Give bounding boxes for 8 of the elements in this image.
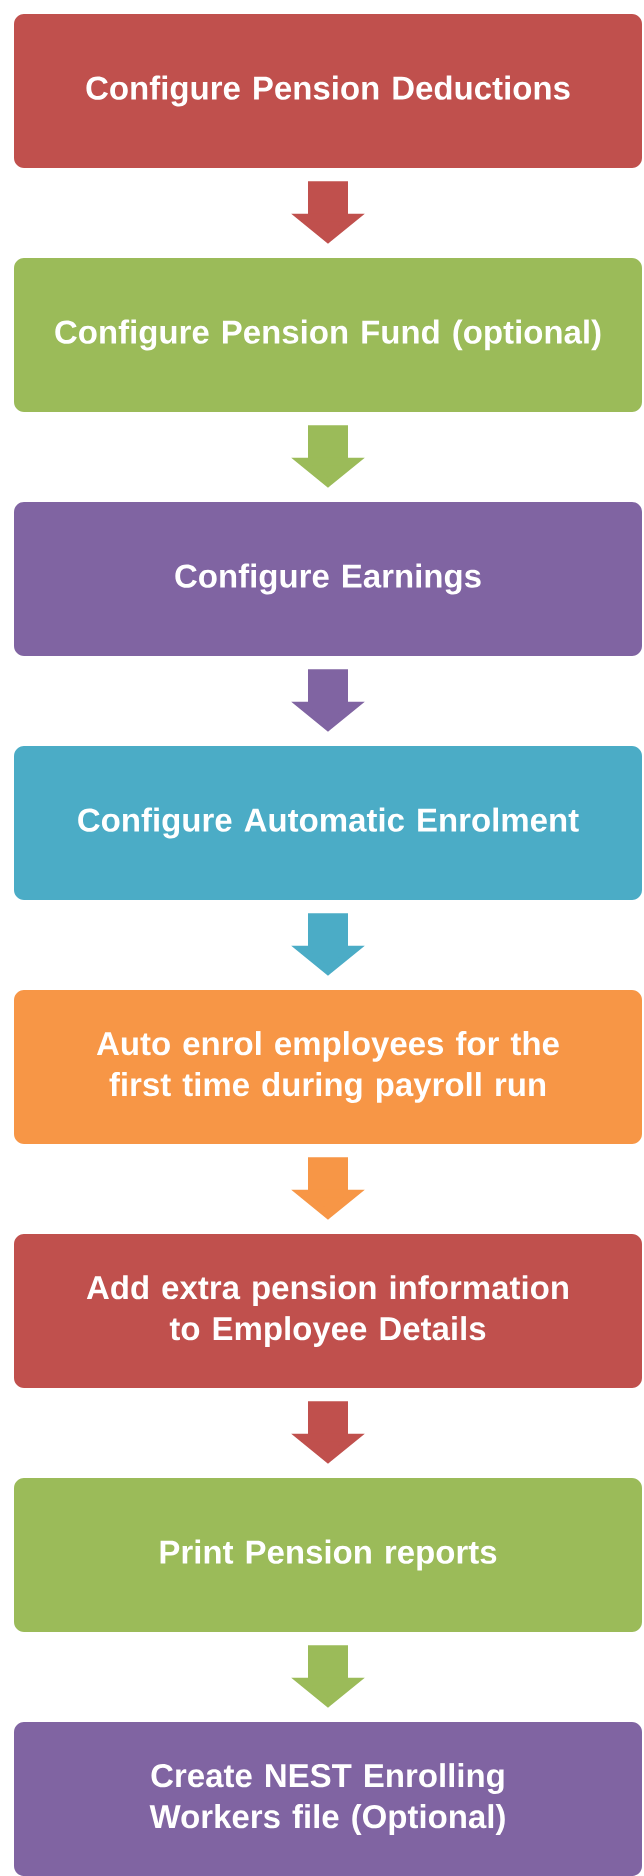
process-box: Print Pension reports — [14, 1478, 642, 1632]
process-box: Configure Pension Fund (optional) — [14, 258, 642, 412]
process-box: Configure Earnings — [14, 502, 642, 656]
process-box: Create NEST Enrolling Workers file (Optional) — [14, 1722, 642, 1876]
process-box: Auto enrol employees for the first time during payroll run — [14, 990, 642, 1144]
process-box: Configure Pension Deductions — [14, 14, 642, 168]
process-box: Configure Automatic Enrolment — [14, 746, 642, 900]
process-box: Add extra pension information to Employee Details — [14, 1234, 642, 1388]
